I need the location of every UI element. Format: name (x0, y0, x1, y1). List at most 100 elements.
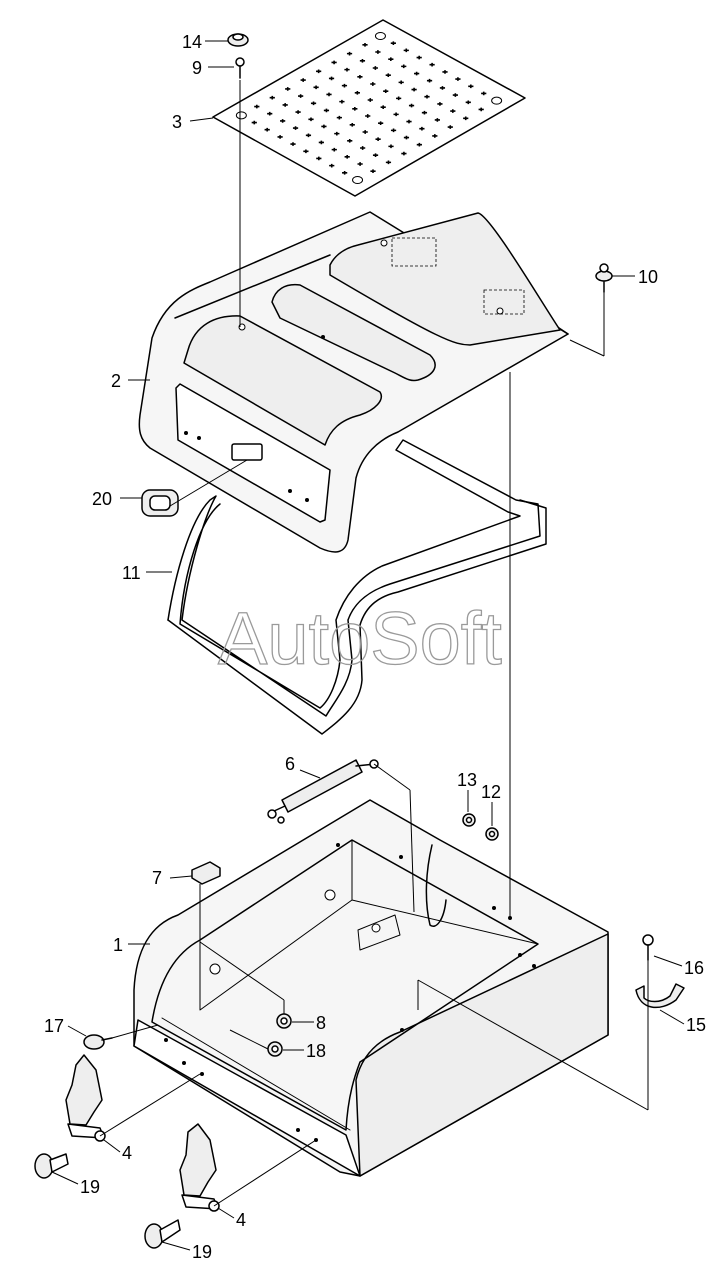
plate-perforation (367, 98, 373, 102)
assembly-guide-lines (99, 80, 649, 1207)
callout-11: 11 (122, 563, 141, 583)
plate-perforation (285, 87, 291, 91)
plate-perforation (357, 162, 363, 166)
plate-perforation (298, 94, 304, 98)
callout-7: 7 (152, 868, 162, 888)
callout-16: 16 (684, 958, 704, 978)
plate-perforation (426, 78, 433, 83)
plate-perforation (360, 146, 366, 150)
plate-perforation (388, 144, 394, 149)
plate-mount-hole (235, 111, 247, 120)
plate-perforation (300, 78, 306, 82)
plate-perforation (393, 112, 399, 117)
plate-perforation (416, 142, 422, 147)
callout-3: 3 (172, 112, 182, 132)
top-cover (138, 211, 569, 553)
plate-perforation (282, 103, 288, 107)
plate-perforation (383, 89, 389, 94)
callout-19-upper: 19 (80, 1177, 100, 1197)
plate-perforation (421, 110, 428, 115)
plate-perforation (310, 101, 317, 106)
plate-perforation (481, 91, 487, 96)
plate-perforation (318, 140, 324, 145)
grommet-part-20 (141, 489, 179, 517)
plate-perforation (290, 142, 296, 146)
plate-perforation (341, 83, 348, 88)
plate-perforation (316, 156, 322, 161)
plate-perforation (380, 105, 386, 110)
plate-perforation (303, 149, 309, 154)
plate-perforation (414, 71, 420, 76)
plate-perforation (339, 99, 345, 104)
plate-perforation (411, 87, 417, 92)
plate-perforation (280, 119, 286, 123)
plate-perforation (346, 51, 353, 56)
plate-perforation (370, 169, 376, 174)
plate-perforation (264, 127, 270, 132)
plate-perforation (455, 77, 461, 81)
plate-perforation (372, 153, 379, 158)
plate-perforation (251, 120, 257, 125)
plate-perforation (390, 41, 396, 46)
plate-perforation (308, 117, 314, 122)
bump-stop (191, 861, 221, 885)
watermark: AutoSoft (218, 597, 502, 680)
plate-perforation (354, 90, 360, 95)
plate-perforation (375, 50, 381, 54)
callout-9: 9 (192, 58, 202, 78)
plate-perforation (450, 109, 456, 113)
plate-perforation (385, 73, 391, 78)
plate-perforation (326, 92, 332, 97)
plate-perforation (344, 67, 350, 72)
plate-perforation (305, 133, 312, 138)
plate-perforation (437, 102, 443, 106)
plate-perforation (316, 69, 322, 74)
plate-perforation (401, 64, 407, 69)
plate-perforation (323, 108, 330, 113)
plate-perforation (468, 84, 474, 89)
callout-1: 1 (113, 935, 123, 955)
hardware-parts (83, 33, 685, 1057)
plate-perforation (334, 131, 340, 136)
plate-perforation (365, 114, 371, 118)
plate-perforation (329, 163, 335, 168)
plate-perforation (342, 170, 348, 175)
plate-perforation (403, 48, 409, 53)
plate-mount-hole (491, 96, 503, 105)
plate-perforation (403, 135, 410, 140)
plate-perforation (429, 62, 435, 67)
plate-perforation (408, 103, 415, 108)
callout-18: 18 (306, 1041, 326, 1061)
plate-perforation (378, 121, 384, 126)
plate-perforation (372, 66, 378, 70)
plate-perforation (419, 126, 425, 131)
callout-10: 10 (638, 267, 658, 287)
base-box (133, 799, 609, 1177)
plate-perforation (292, 126, 299, 130)
plate-perforation (465, 100, 471, 105)
plate-perforation (267, 111, 273, 116)
perforated-plate (212, 19, 526, 197)
plate-perforation (331, 60, 337, 65)
plate-perforation (336, 115, 342, 120)
callout-15: 15 (686, 1015, 706, 1035)
plate-perforation (388, 57, 394, 62)
tube-frame (167, 439, 547, 735)
plate-perforation (390, 128, 397, 133)
plate-perforation (401, 151, 407, 156)
plate-perforation (478, 107, 484, 112)
plate-perforation (385, 160, 392, 165)
plate-perforation (398, 80, 404, 85)
plate-perforation (442, 70, 448, 74)
plate-mount-hole (374, 32, 386, 40)
bolt-upper (34, 1153, 69, 1179)
plate-perforation (424, 94, 430, 99)
plate-mount-hole (352, 176, 364, 184)
plate-perforation (447, 125, 453, 129)
plate-perforation (313, 85, 319, 90)
plate-perforation (269, 95, 275, 100)
plate-perforation (254, 104, 260, 109)
callout-8: 8 (316, 1013, 326, 1033)
plate-perforation (416, 55, 422, 60)
